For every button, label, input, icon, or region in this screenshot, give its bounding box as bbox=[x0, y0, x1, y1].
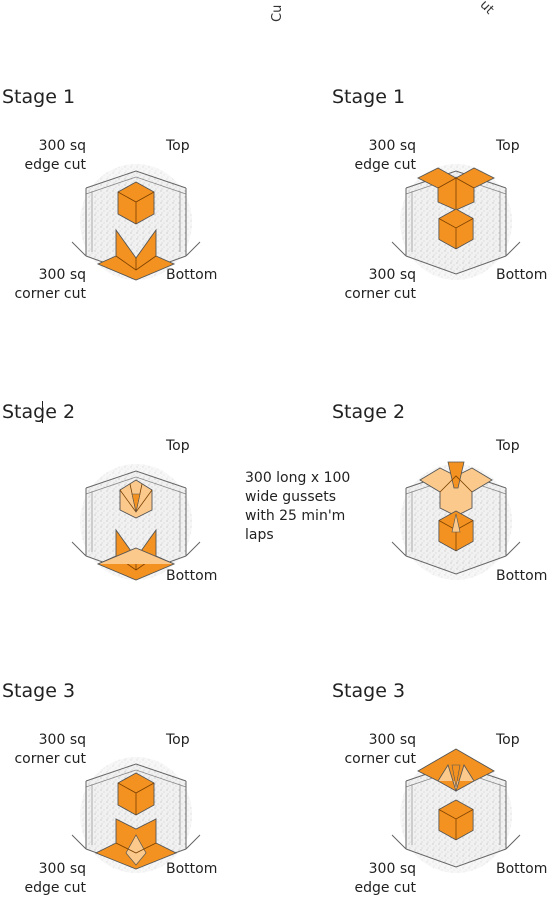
stage-1-left-title: Stage 1 bbox=[2, 86, 76, 108]
stage-3-right-title: Stage 3 bbox=[332, 680, 406, 702]
s3l-corner bbox=[71, 756, 201, 874]
text-cursor bbox=[42, 401, 43, 423]
gussets-note: 300 long x 100 wide gussets with 25 min'… bbox=[245, 470, 351, 543]
s1l-bottom-label: Bottom bbox=[166, 267, 218, 283]
s2l-corner bbox=[71, 463, 201, 581]
stage-2-right-title: Stage 2 bbox=[332, 401, 406, 423]
s1l-corner bbox=[71, 163, 201, 281]
s2r-top-label: Top bbox=[496, 438, 520, 454]
s1r-bottom-label: Bottom bbox=[496, 267, 548, 283]
stage-3-left-title: Stage 3 bbox=[2, 680, 76, 702]
stage-2-left-title: Stage 2 bbox=[2, 401, 76, 423]
s3l-top-label: Top bbox=[166, 732, 190, 748]
s1l-top-label: Top bbox=[166, 138, 190, 154]
s3l-bottom-label: Bottom bbox=[166, 861, 218, 877]
s3r-bottom-label: Bottom bbox=[496, 861, 548, 877]
stage-1-right-title: Stage 1 bbox=[332, 86, 406, 108]
s1r-corner bbox=[391, 163, 521, 281]
s2r-corner bbox=[391, 461, 521, 581]
s2l-top-label: Top bbox=[166, 438, 190, 454]
s3r-top-label: Top bbox=[496, 732, 520, 748]
s2l-bottom-label: Bottom bbox=[166, 568, 218, 584]
s3r-corner bbox=[391, 748, 521, 874]
s2r-bottom-label: Bottom bbox=[496, 568, 548, 584]
s1r-top-label: Top bbox=[496, 138, 520, 154]
